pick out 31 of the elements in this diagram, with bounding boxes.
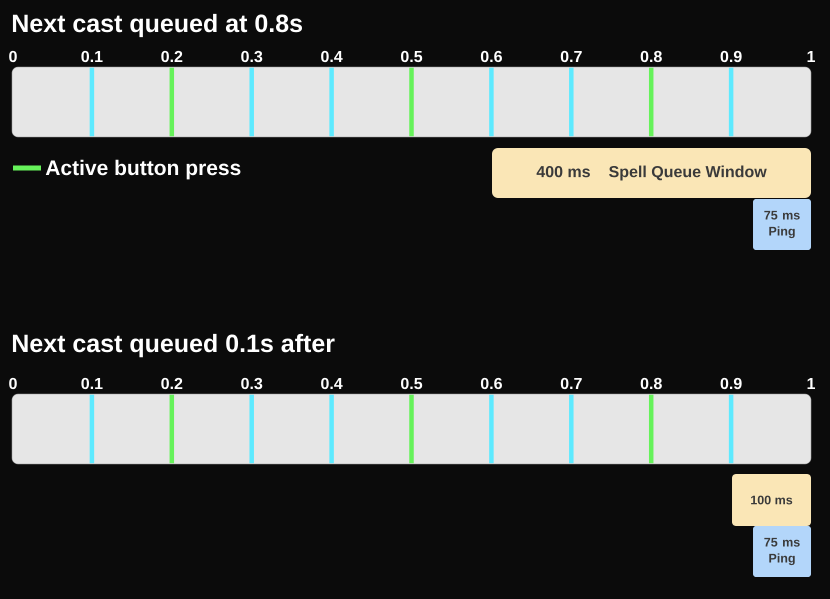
- tick-label: 0.2: [161, 50, 182, 62]
- queue-window-box: 100 ms: [732, 474, 812, 526]
- tick-label: 0.6: [480, 378, 502, 390]
- tick-label: 1: [808, 378, 816, 389]
- tick-label: 0.7: [560, 50, 582, 62]
- tick-label: 0.3: [241, 378, 262, 390]
- tick-label: 0.1: [81, 378, 103, 390]
- ping-box: 75 ms Ping: [753, 526, 812, 577]
- tick-label: 0.8: [640, 378, 662, 390]
- tick-label: 0.3: [241, 50, 262, 62]
- queue-window-box: 400 ms Spell Queue Window: [492, 148, 812, 198]
- heading: Next cast queued 0.1s after: [12, 334, 335, 358]
- tick-label: 0.1: [81, 50, 103, 62]
- tick-label: 0: [9, 50, 17, 62]
- tick-label: 0.8: [640, 50, 662, 62]
- tick-label: 0.5: [401, 50, 422, 62]
- tick-label: 0: [9, 378, 17, 390]
- tick-label: 0.9: [720, 378, 742, 390]
- legend-label: Active button press: [46, 160, 240, 180]
- tick-label: 0.7: [560, 378, 582, 390]
- tick-label: 0.4: [321, 378, 343, 390]
- tick-label: 0.2: [161, 378, 182, 390]
- tick-label: 0.5: [401, 378, 422, 390]
- tick-label: 0.6: [480, 50, 502, 62]
- tick-label: 0.4: [321, 50, 343, 62]
- timeline-bar: [12, 394, 812, 464]
- tick-label: 1: [808, 51, 816, 62]
- heading: Next cast queued at 0.8s: [12, 14, 302, 38]
- timeline-bar: [12, 66, 812, 138]
- tick-label: 0.9: [720, 50, 742, 62]
- ping-box: 75 ms Ping: [753, 199, 812, 250]
